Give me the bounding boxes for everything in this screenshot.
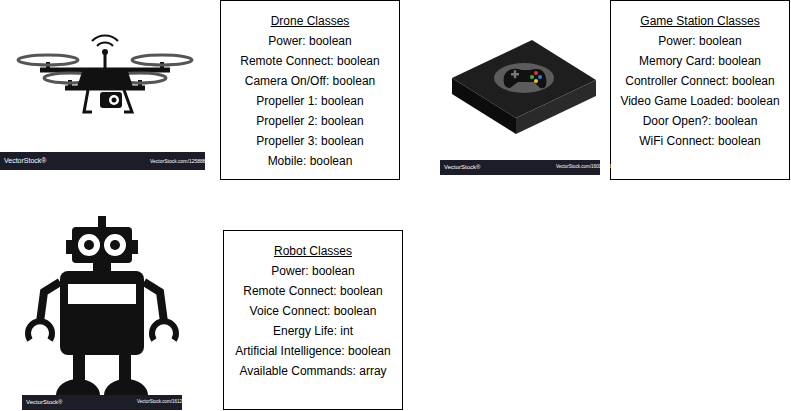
controller xyxy=(504,69,547,88)
robot-arm xyxy=(40,282,60,322)
class-attribute: Propeller 1: boolean xyxy=(227,91,393,111)
class-attribute: Mobile: boolean xyxy=(227,151,393,171)
class-attribute: Artificial Intelligence: boolean xyxy=(230,341,396,361)
robot-head xyxy=(72,227,132,263)
robot-illustration xyxy=(22,205,182,410)
camera-lens xyxy=(109,95,119,105)
robot-foot xyxy=(104,379,148,395)
watermark-text: VectorStock.com/16127066 xyxy=(137,400,192,405)
class-attribute: Power: boolean xyxy=(230,261,396,281)
robot-pupil xyxy=(110,240,120,250)
class-heading: Drone Classes xyxy=(227,11,393,31)
robot-arm xyxy=(144,282,164,322)
class-attribute: Door Open?: boolean xyxy=(617,111,783,131)
class-box: Game Station ClassesPower: booleanMemory… xyxy=(610,0,790,180)
class-attribute: Remote Connect: boolean xyxy=(227,51,393,71)
controller-button xyxy=(534,71,538,75)
class-attribute: Voice Connect: boolean xyxy=(230,301,396,321)
image-ground xyxy=(440,0,600,175)
class-attribute: Camera On/Off: boolean xyxy=(227,71,393,91)
class-attribute: WiFi Connect: boolean xyxy=(617,131,783,151)
watermark-text: VectorStock.com/12588869 xyxy=(150,159,211,164)
image-ground xyxy=(0,0,205,170)
drone-illustration xyxy=(0,0,205,170)
robot-foot xyxy=(56,379,100,395)
robot-eye xyxy=(77,233,101,257)
class-attribute: Controller Connect: boolean xyxy=(617,71,783,91)
controller-dpad xyxy=(514,70,517,78)
robot-neck xyxy=(93,263,111,271)
landing-leg xyxy=(84,90,92,112)
robot-eye xyxy=(103,233,127,257)
class-attribute: Propeller 2: boolean xyxy=(227,111,393,131)
signal-wave xyxy=(92,35,118,41)
robot-leg xyxy=(73,355,85,383)
class-attribute: Power: boolean xyxy=(617,31,783,51)
robot-pupil xyxy=(84,240,94,250)
controller-button xyxy=(530,75,534,79)
antenna-tip xyxy=(102,49,108,55)
propeller xyxy=(18,55,78,65)
class-attribute: Available Commands: array xyxy=(230,361,396,381)
signal-wave xyxy=(97,43,113,46)
watermark-text: VectorStock® xyxy=(444,164,480,170)
console-illustration xyxy=(440,0,600,175)
class-attribute: Power: boolean xyxy=(227,31,393,51)
controller-bay xyxy=(494,63,554,93)
robot-claw xyxy=(152,321,176,340)
watermark-text: VectorStock® xyxy=(26,399,62,405)
class-attribute: Propeller 3: boolean xyxy=(227,131,393,151)
class-heading: Game Station Classes xyxy=(617,11,783,31)
watermark-text: VectorStock.com/16003863 xyxy=(556,165,611,170)
watermark-text: VectorStock® xyxy=(4,157,47,164)
class-heading: Robot Classes xyxy=(230,241,396,261)
class-attribute: Video Game Loaded: boolean xyxy=(617,91,783,111)
robot-claw xyxy=(28,321,52,340)
controller-button xyxy=(534,79,538,83)
class-attribute: Remote Connect: boolean xyxy=(230,281,396,301)
controller-button xyxy=(538,75,542,79)
propeller xyxy=(132,55,192,65)
robot-leg xyxy=(119,355,131,383)
image-ground xyxy=(22,205,182,410)
robot-panel xyxy=(68,284,136,304)
robot-body xyxy=(60,271,144,355)
drone-body xyxy=(76,72,134,90)
camera xyxy=(100,92,122,108)
class-attribute: Energy Life: int xyxy=(230,321,396,341)
class-attribute: Memory Card: boolean xyxy=(617,51,783,71)
camera-lens xyxy=(112,98,117,103)
class-box: Drone ClassesPower: booleanRemote Connec… xyxy=(220,0,400,180)
landing-leg xyxy=(124,90,132,112)
robot-antenna xyxy=(98,216,106,228)
class-box: Robot ClassesPower: booleanRemote Connec… xyxy=(223,230,403,410)
